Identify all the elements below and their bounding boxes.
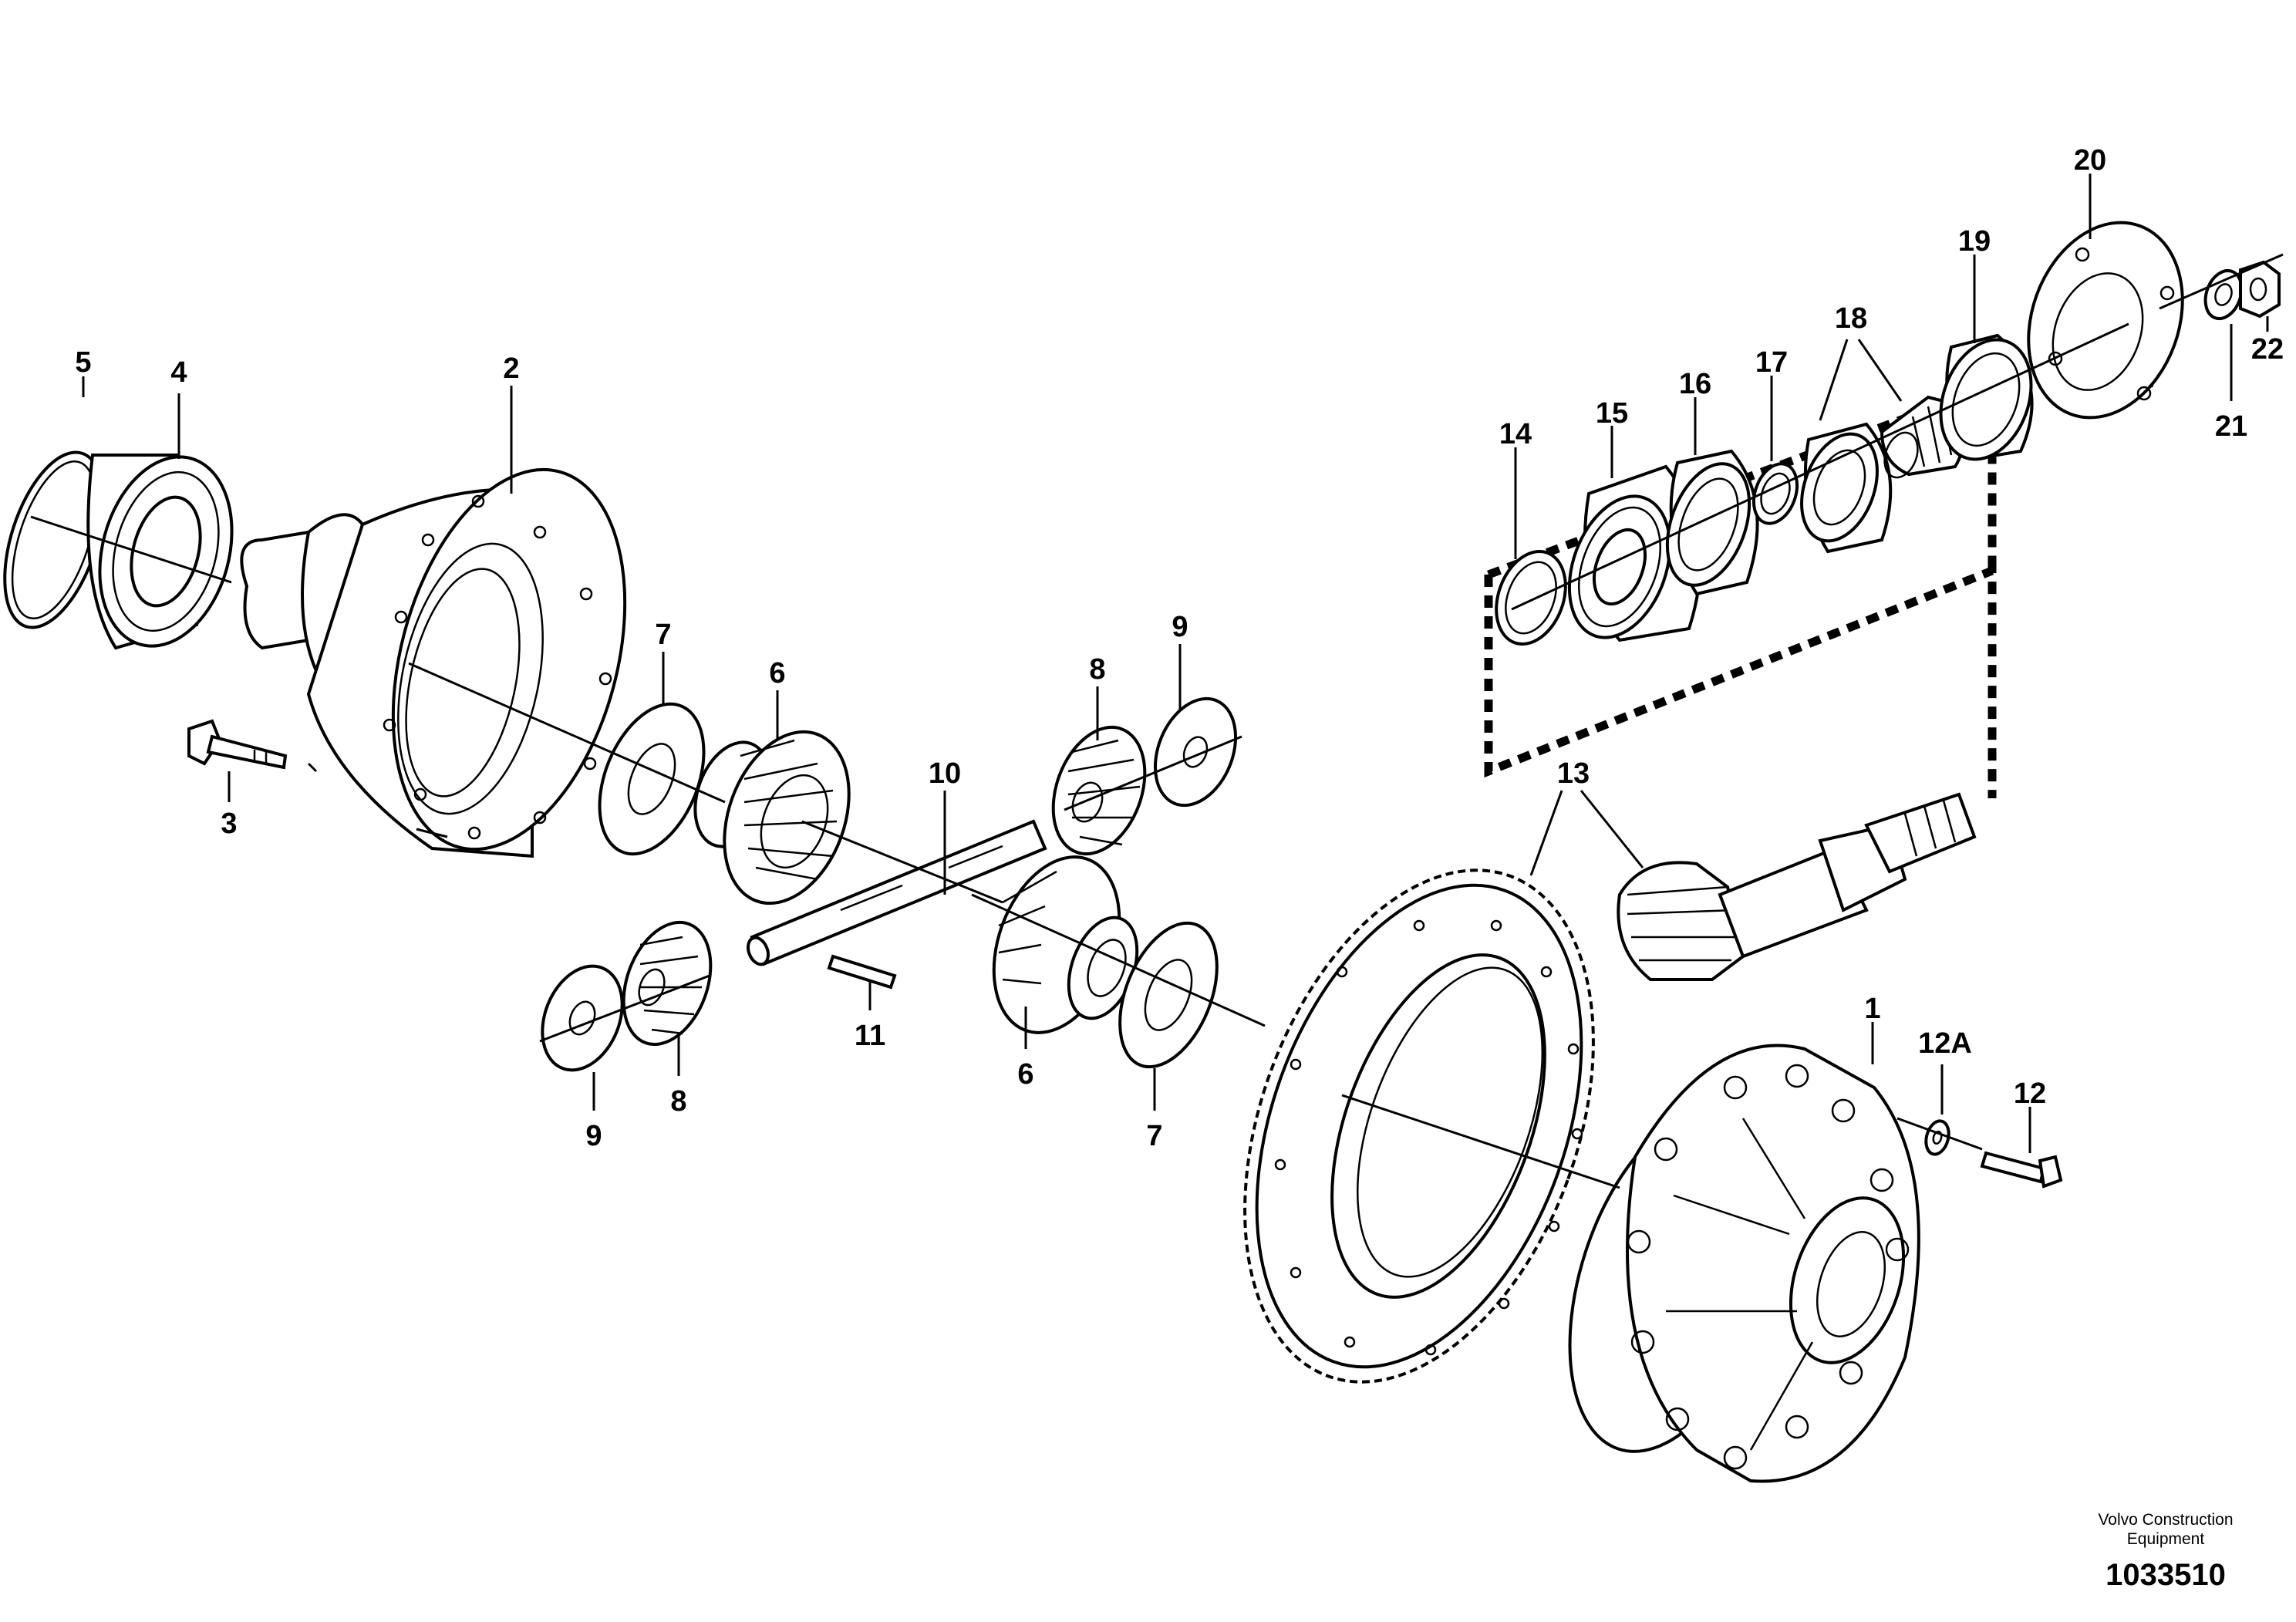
part-6-side-gear-upper — [693, 730, 851, 905]
part-13-crown-wheel — [1243, 868, 1595, 1384]
label-3: 3 — [221, 808, 237, 840]
label-12a: 12A — [1918, 1027, 1972, 1060]
label-6-upper: 6 — [769, 657, 785, 690]
label-8-lower: 8 — [670, 1085, 686, 1118]
label-14: 14 — [1499, 418, 1532, 450]
part-20-flange — [2027, 221, 2184, 420]
label-13: 13 — [1557, 757, 1590, 790]
footer: Volvo Construction Equipment 1033510 — [2098, 1511, 2233, 1592]
part-19-seal — [1939, 333, 2034, 461]
label-1: 1 — [1864, 993, 1880, 1025]
label-11: 11 — [855, 1020, 885, 1052]
part-17-spacer — [1752, 462, 1799, 525]
label-16: 16 — [1679, 368, 1711, 400]
label-9-lower: 9 — [585, 1120, 602, 1152]
leader-lines — [82, 174, 2269, 1153]
label-7-lower: 7 — [1146, 1120, 1162, 1152]
part-12-bolt — [1980, 1151, 2063, 1189]
part-3-bolt — [187, 719, 288, 770]
pinion-kit-dashed-frame — [1484, 379, 1997, 798]
part-9-washer-lower — [541, 964, 624, 1072]
part-7-thrust-washer-upper — [598, 702, 706, 856]
part-8-pinion-gear-lower — [622, 920, 713, 1047]
label-6-lower: 6 — [1017, 1058, 1033, 1091]
label-12: 12 — [2014, 1077, 2046, 1110]
label-5: 5 — [75, 346, 91, 379]
maker-line-1: Volvo Construction — [2098, 1511, 2233, 1529]
part-7-thrust-washer-lower — [1118, 921, 1219, 1069]
part-number: 1033510 — [2106, 1558, 2226, 1592]
label-18: 18 — [1835, 302, 1867, 335]
label-8-upper: 8 — [1089, 653, 1105, 686]
label-2: 2 — [503, 352, 519, 385]
label-10: 10 — [929, 757, 961, 790]
assembly-axis-lines — [30, 253, 2284, 1189]
label-20: 20 — [2074, 144, 2106, 177]
maker-line-2: Equipment — [2127, 1530, 2205, 1548]
callout-labels: 5 4 2 3 7 6 8 9 10 11 8 9 6 7 13 1 12A 1… — [75, 144, 2284, 1152]
part-2-differential-housing — [240, 467, 627, 858]
part-15-bearing — [1567, 464, 1702, 642]
label-21: 21 — [2215, 410, 2247, 443]
part-9-washer-upper — [1153, 696, 1238, 808]
part-10-cross-shaft — [746, 819, 1047, 966]
part-18-bearing-cup — [1800, 422, 1893, 554]
part-13-drive-pinion — [1617, 792, 1977, 981]
label-9-upper: 9 — [1172, 611, 1188, 643]
part-14-shim — [1495, 549, 1567, 646]
part-4-bearing — [86, 454, 234, 650]
part-1-differential-case — [1568, 1044, 1920, 1483]
label-22: 22 — [2251, 333, 2284, 366]
part-12a-washer — [1924, 1119, 1950, 1156]
part-16-bearing-cup — [1665, 449, 1759, 596]
label-4: 4 — [170, 356, 187, 389]
label-19: 19 — [1958, 225, 1991, 258]
label-17: 17 — [1755, 346, 1788, 379]
label-15: 15 — [1596, 397, 1628, 430]
part-6-side-gear-lower — [992, 855, 1139, 1034]
part-8-pinion-gear-upper — [1051, 725, 1147, 856]
label-7-upper: 7 — [655, 619, 671, 651]
part-11-pin — [827, 954, 897, 990]
